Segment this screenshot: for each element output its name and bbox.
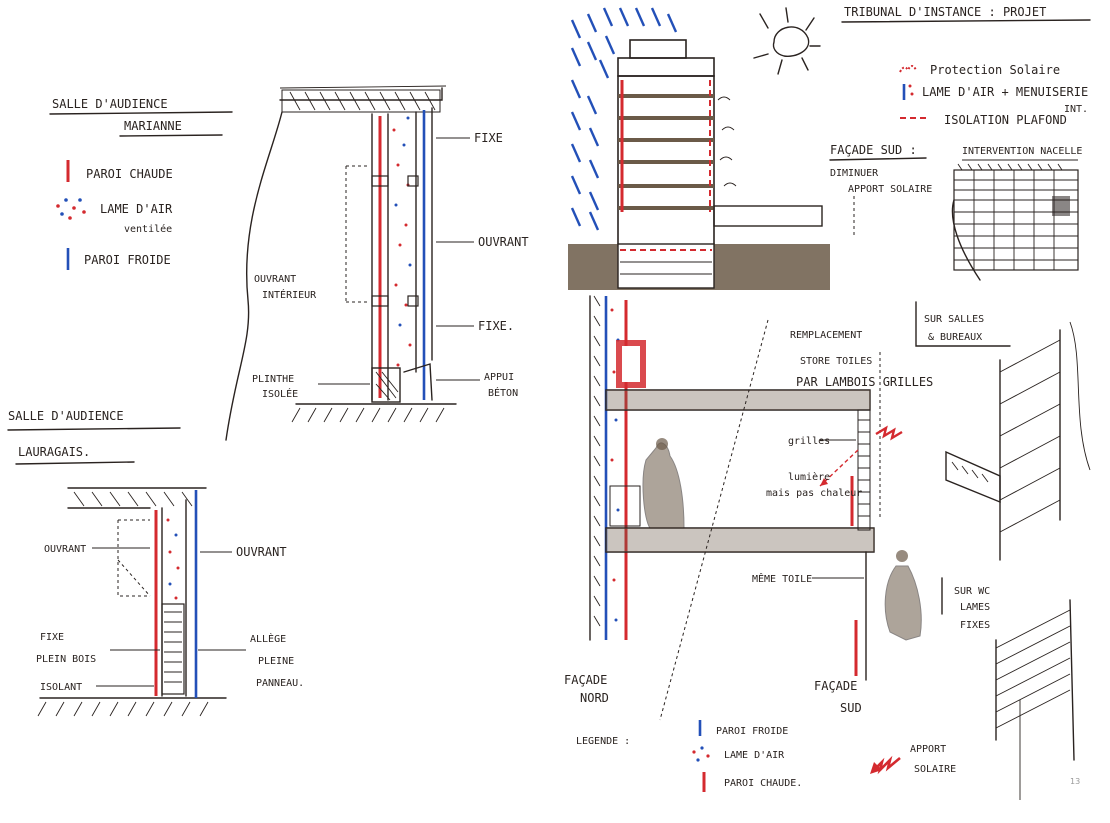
marianne-legend-cold: PAROI FROIDE xyxy=(84,253,171,267)
page-number: 13 xyxy=(1070,777,1080,786)
lauragais-label-fixe-line2: PLEIN BOIS xyxy=(36,654,96,665)
section-light-line1: lumière xyxy=(788,471,830,483)
lauragais-heading-line2: LAURAGAIS. xyxy=(18,445,90,459)
marianne-legend-warm: PAROI CHAUDE xyxy=(86,167,173,181)
marianne-legend-air-line1: LAME D'AIR xyxy=(100,202,173,216)
lauragais-heading-line1: SALLE D'AUDIENCE xyxy=(8,409,124,423)
legend-intervention: INTERVENTION NACELLE xyxy=(962,146,1082,157)
section-replacement-line3: PAR LAMBOIS GRILLES xyxy=(796,375,933,389)
lauragais-block: SALLE D'AUDIENCE LAURAGAIS. OUVRANT xyxy=(7,409,304,717)
section-facade-nord-line2: NORD xyxy=(580,691,609,705)
legend-sun-protection: Protection Solaire xyxy=(930,63,1060,77)
sur-wc-line1: SUR WC xyxy=(954,586,990,597)
marianne-label-fixe-bottom: FIXE. xyxy=(478,319,514,333)
bottom-legend: LEGENDE : PAROI FROIDE LAME D'AIR PAROI … xyxy=(576,720,956,792)
section-facade-sud-line1: FAÇADE xyxy=(814,679,857,693)
lauragais-label-allege-line2: PLEINE xyxy=(258,656,294,667)
south-facade-elevation xyxy=(951,163,1079,281)
building-elevation xyxy=(568,7,830,290)
bottom-legend-cold: PAROI FROIDE xyxy=(716,726,788,737)
marianne-label-plinthe-line1: PLINTHE xyxy=(252,374,294,385)
air-gap-swatch xyxy=(56,198,86,220)
marianne-label-fixe-top: FIXE xyxy=(474,131,503,145)
sur-salles-line2: & BUREAUX xyxy=(928,332,982,343)
lauragais-label-fixe-line1: FIXE xyxy=(40,632,64,643)
legend-facade-sud: FAÇADE SUD : xyxy=(830,143,917,157)
marianne-wall-section xyxy=(225,85,457,441)
lauragais-wall-section xyxy=(37,487,227,717)
section-store-toile: MÊME TOILE xyxy=(752,572,812,585)
bottom-legend-warm: PAROI CHAUDE. xyxy=(724,778,802,789)
sheet-title: TRIBUNAL D'INSTANCE : PROJET xyxy=(844,5,1046,19)
marianne-label-appui-line2: BÉTON xyxy=(488,386,518,399)
marianne-legend-air-line2: ventilée xyxy=(124,223,172,235)
section-light-line2: mais pas chaleur xyxy=(766,488,862,499)
lauragais-label-allege-line1: ALLÈGE xyxy=(250,632,286,645)
legend-reduce-line2: APPORT SOLAIRE xyxy=(848,184,932,195)
lauragais-label-ouvrant-left: OUVRANT xyxy=(44,544,86,555)
person-figure xyxy=(642,438,685,529)
marianne-label-ouvrant-int-line2: INTÉRIEUR xyxy=(262,288,317,301)
sur-salles-line1: SUR SALLES xyxy=(924,314,984,325)
marianne-heading-line2: MARIANNE xyxy=(124,119,182,133)
bottom-air-swatch xyxy=(692,746,710,762)
legend-air-frame-line1: LAME D'AIR + MENUISERIE xyxy=(922,85,1088,99)
bottom-legend-solar-line1: APPORT xyxy=(910,744,946,755)
section-facade-nord-line1: FAÇADE xyxy=(564,673,607,687)
marianne-label-ouvrant: OUVRANT xyxy=(478,235,529,249)
marianne-label-plinthe-line2: ISOLÉE xyxy=(262,387,298,400)
section-replacement-line2: STORE TOILES xyxy=(800,356,872,367)
lauragais-label-ouvrant-right: OUVRANT xyxy=(236,545,287,559)
section-grilles: grilles xyxy=(788,436,830,447)
louvre-detail-wc: SUR WC LAMES FIXES xyxy=(941,577,1075,800)
sun-icon xyxy=(753,7,821,75)
bottom-legend-title: LEGENDE : xyxy=(576,736,630,747)
sur-wc-line3: FIXES xyxy=(960,620,990,631)
person-figure-2 xyxy=(884,550,922,641)
sur-wc-line2: LAMES xyxy=(960,602,990,613)
lauragais-label-isolant: ISOLANT xyxy=(40,682,82,693)
marianne-block: SALLE D'AUDIENCE MARIANNE PAROI CHAUDE L… xyxy=(49,85,529,441)
rain-hatching xyxy=(570,7,678,231)
solar-gain-arrow xyxy=(871,755,901,775)
legend-reduce-line1: DIMINUER xyxy=(830,168,879,179)
marianne-heading-line1: SALLE D'AUDIENCE xyxy=(52,97,168,111)
marianne-label-appui-line1: APPUI xyxy=(484,372,514,383)
louvre-detail-offices: SUR SALLES & BUREAUX xyxy=(915,301,1091,561)
marianne-label-ouvrant-int-line1: OUVRANT xyxy=(254,274,296,285)
section-replacement-line1: REMPLACEMENT xyxy=(790,330,862,341)
section-facade-sud-line2: SUD xyxy=(840,701,862,715)
bottom-legend-solar-line2: SOLAIRE xyxy=(914,764,956,775)
lauragais-label-allege-line3: PANNEAU. xyxy=(256,678,304,689)
floor-section xyxy=(589,295,922,721)
project-legend: Protection Solaire LAME D'AIR + MENUISER… xyxy=(829,63,1088,236)
legend-air-frame-line2: INT. xyxy=(1064,104,1088,115)
bottom-legend-air: LAME D'AIR xyxy=(724,750,785,761)
legend-ceiling-insulation: ISOLATION PLAFOND xyxy=(944,113,1067,127)
